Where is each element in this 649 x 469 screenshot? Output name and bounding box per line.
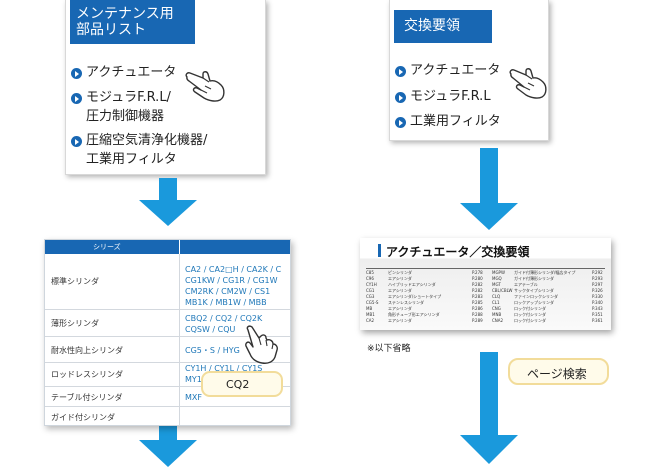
table-row: ロッドレスシリンダ CY1H / CY1L / CY1S MY1H bbox=[45, 363, 290, 387]
page-search-button[interactable]: ページ検索 bbox=[508, 358, 609, 385]
down-arrow bbox=[139, 178, 197, 226]
arrow-bullet-icon bbox=[395, 66, 406, 77]
series-links[interactable]: CY1H / CY1L / CY1S MY1H bbox=[185, 364, 263, 384]
series-links[interactable]: CBQ2 / CQ2 / CQ2K CQSW / CQU bbox=[185, 314, 263, 334]
series-links[interactable]: CA2 / CA2□H / CA2K / C CG1KW / CG1R / CG… bbox=[185, 265, 282, 307]
down-arrow bbox=[460, 352, 518, 469]
arrow-bullet-icon bbox=[71, 93, 82, 104]
arrow-bullet-icon bbox=[395, 92, 406, 103]
arrow-bullet-icon bbox=[395, 117, 406, 128]
document-title: アクチュエータ／交換要領 bbox=[386, 245, 530, 259]
pointing-hand-icon bbox=[509, 68, 547, 99]
arrow-bullet-icon bbox=[71, 136, 82, 147]
actuator-link[interactable]: アクチュエータ bbox=[86, 65, 177, 80]
index-table: C85 ピンシリンダ P.278 MGPW ガイド付薄形シリンダ/幅広タイプ P… bbox=[366, 268, 605, 327]
table-row: テーブル付シリンダ MXF bbox=[45, 387, 290, 407]
pointing-hand-icon bbox=[185, 71, 225, 102]
down-arrow bbox=[460, 148, 518, 230]
table-row: ガイド付シリンダ bbox=[51, 413, 115, 422]
series-table: シリーズ 標準シリンダ CA2 / CA2□H / CA2K / C CG1KW… bbox=[44, 239, 291, 426]
table-row: 耐水性向上シリンダ CG5・S / HYG bbox=[45, 337, 290, 363]
replacement-procedure-title: 交換要領 bbox=[390, 10, 492, 43]
table-row: 標準シリンダ CA2 / CA2□H / CA2K / C CG1KW / CG… bbox=[45, 254, 290, 310]
table-header: シリーズ bbox=[45, 240, 290, 254]
pointing-hand-icon bbox=[245, 325, 278, 364]
series-links[interactable]: CG5・S / HYG bbox=[185, 346, 240, 355]
abbreviated-note: ※以下省略 bbox=[367, 344, 411, 354]
arrow-bullet-icon bbox=[71, 68, 82, 79]
actuator-link[interactable]: アクチュエータ bbox=[410, 63, 501, 78]
modular-frl-link[interactable]: モジュラF.R.L/ 圧力制御機器 bbox=[86, 90, 171, 124]
maintenance-parts-title: メンテナンス用 部品リスト bbox=[66, 0, 195, 44]
series-links[interactable]: MXF bbox=[185, 393, 202, 402]
replacement-procedure-panel: 交換要領 アクチュエータ モジュラF.R.L 工業用フィルタ bbox=[389, 0, 549, 141]
table-row: 薄形シリンダ CBQ2 / CQ2 / CQ2K CQSW / CQU bbox=[45, 310, 290, 337]
air-cleaning-equipment-link[interactable]: 圧縮空気清浄化機器/ 工業用フィルタ bbox=[86, 133, 208, 167]
actuator-index-document: アクチュエータ／交換要領 C85 ピンシリンダ P.278 MGPW ガイド付薄… bbox=[360, 238, 611, 330]
industrial-filter-link[interactable]: 工業用フィルタ bbox=[410, 114, 501, 129]
modular-frl-link[interactable]: モジュラF.R.L bbox=[410, 89, 491, 104]
tooltip-bubble: CQ2 bbox=[201, 371, 283, 397]
maintenance-parts-panel: メンテナンス用 部品リスト アクチュエータ モジュラF.R.L/ 圧力制御機器 … bbox=[65, 0, 266, 175]
